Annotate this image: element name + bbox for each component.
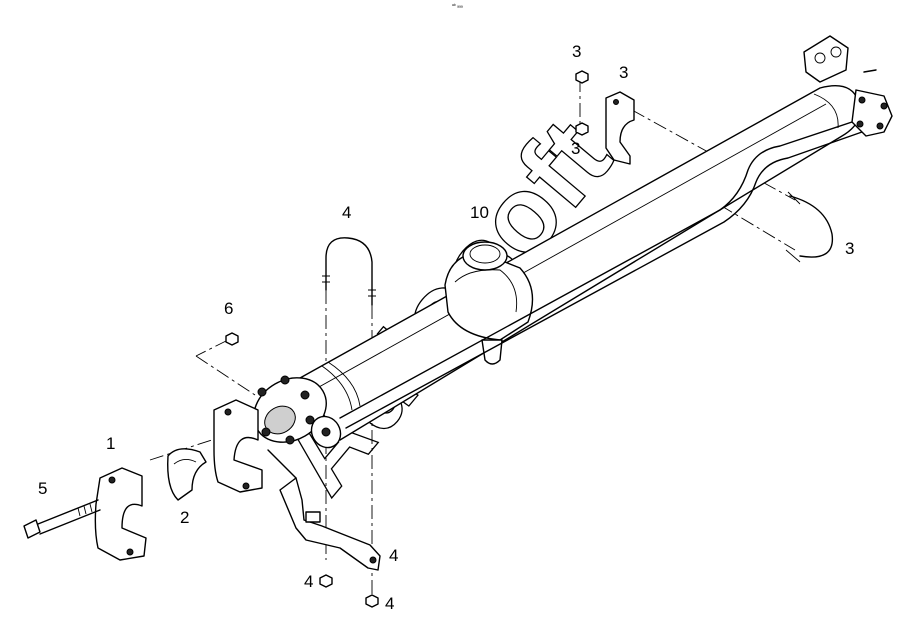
callout-4-bottom: 4 — [385, 594, 394, 613]
callout-4-nut: 4 — [304, 572, 313, 591]
header-text: ᵃᵇ ₐₐₐ — [452, 3, 463, 9]
callout-6: 6 — [224, 299, 233, 318]
alignment-line-nut-6 — [195, 355, 256, 396]
bolt-shank-top — [37, 499, 99, 525]
tube-ring-left-2 — [327, 361, 361, 407]
bearing-shell-groove — [173, 459, 197, 465]
u-bolt-left-body — [325, 237, 373, 306]
right-flange-bolt-2 — [880, 102, 888, 110]
nut-top-upper — [575, 70, 589, 84]
alignment-line-nut-6-leader — [195, 339, 229, 357]
rod-end-center — [321, 427, 331, 437]
right-mount-hole-1 — [814, 52, 826, 64]
u-bolt-right-body — [789, 195, 834, 258]
tube-highlight — [309, 103, 827, 393]
housing-cap-inner — [469, 244, 501, 264]
flange-bolt-6 — [261, 427, 271, 437]
right-flange — [803, 35, 893, 137]
bearing-shell — [167, 448, 207, 501]
clamp-half-lower — [94, 467, 147, 561]
right-mount-bracket — [803, 35, 849, 83]
callout-2: 2 — [180, 508, 189, 527]
bracket-hole — [369, 556, 377, 564]
right-mount-hole-2 — [830, 46, 842, 58]
callouts: 1 2 3 3 3 3 4 4 4 4 5 6 10 — [38, 42, 854, 613]
right-flange-bolt-3 — [876, 122, 884, 130]
bracket-link — [267, 449, 297, 479]
nut-4-left — [319, 574, 333, 588]
bolt-head — [23, 519, 41, 539]
bracket-bolt-head — [305, 511, 321, 523]
bolt-shank-bottom — [39, 509, 101, 535]
callout-3-nut: 3 — [571, 139, 580, 158]
top-clamp-hole — [613, 99, 619, 105]
u-bolt-right — [785, 191, 834, 263]
alignment-line-right-ubolt — [719, 204, 796, 251]
housing-band — [454, 269, 518, 313]
bracket-arm — [279, 477, 381, 571]
u-bolt-right-thread — [785, 191, 801, 263]
nut-4-bottom — [365, 594, 379, 608]
nuts — [225, 70, 589, 608]
flange-bolt-2 — [280, 375, 290, 385]
left-clamp-assembly — [94, 399, 263, 561]
long-bolt — [23, 499, 101, 539]
top-clamp — [605, 91, 635, 165]
flange-bolt-3 — [300, 390, 310, 400]
right-stud — [863, 69, 877, 73]
nut-top-lower — [575, 122, 589, 136]
housing-cap — [462, 241, 508, 271]
clamp-upper-hole-2 — [242, 482, 250, 490]
flange-bolt-4 — [305, 415, 315, 425]
u-bolt-left-thread — [322, 275, 376, 297]
bolt-thread — [77, 503, 93, 517]
clamp-half-upper — [213, 399, 263, 493]
left-flange — [253, 375, 342, 449]
callout-3-ubolt: 3 — [845, 239, 854, 258]
callout-4-ubolt: 4 — [342, 203, 351, 222]
clamp-lower-hole-1 — [108, 476, 116, 484]
callout-1: 1 — [106, 434, 115, 453]
callout-3-clamp: 3 — [619, 63, 628, 82]
tie-rod-lower — [345, 131, 863, 429]
clamp-lower-hole-2 — [126, 548, 134, 556]
callout-5: 5 — [38, 479, 47, 498]
tube-ring-right — [813, 93, 839, 129]
callout-10: 10 — [470, 203, 489, 222]
center-housing — [444, 241, 534, 365]
right-flange-bolt-4 — [856, 120, 864, 128]
tie-rod-upper — [339, 119, 859, 419]
callout-3-top: 3 — [572, 42, 581, 61]
flange-bolt-5 — [285, 435, 295, 445]
top-clamp-body — [605, 91, 635, 165]
right-flange-plate — [851, 89, 893, 137]
callout-4-bracket: 4 — [389, 546, 398, 565]
tie-rod — [339, 119, 863, 429]
tube-ring-left-1 — [321, 365, 353, 411]
lower-bracket — [267, 449, 381, 571]
clamp-upper-hole-1 — [224, 408, 232, 416]
flange-bolt-1 — [257, 387, 267, 397]
right-flange-bolt-1 — [858, 96, 866, 104]
u-bolt-left — [322, 237, 376, 306]
nut-6 — [225, 332, 239, 346]
